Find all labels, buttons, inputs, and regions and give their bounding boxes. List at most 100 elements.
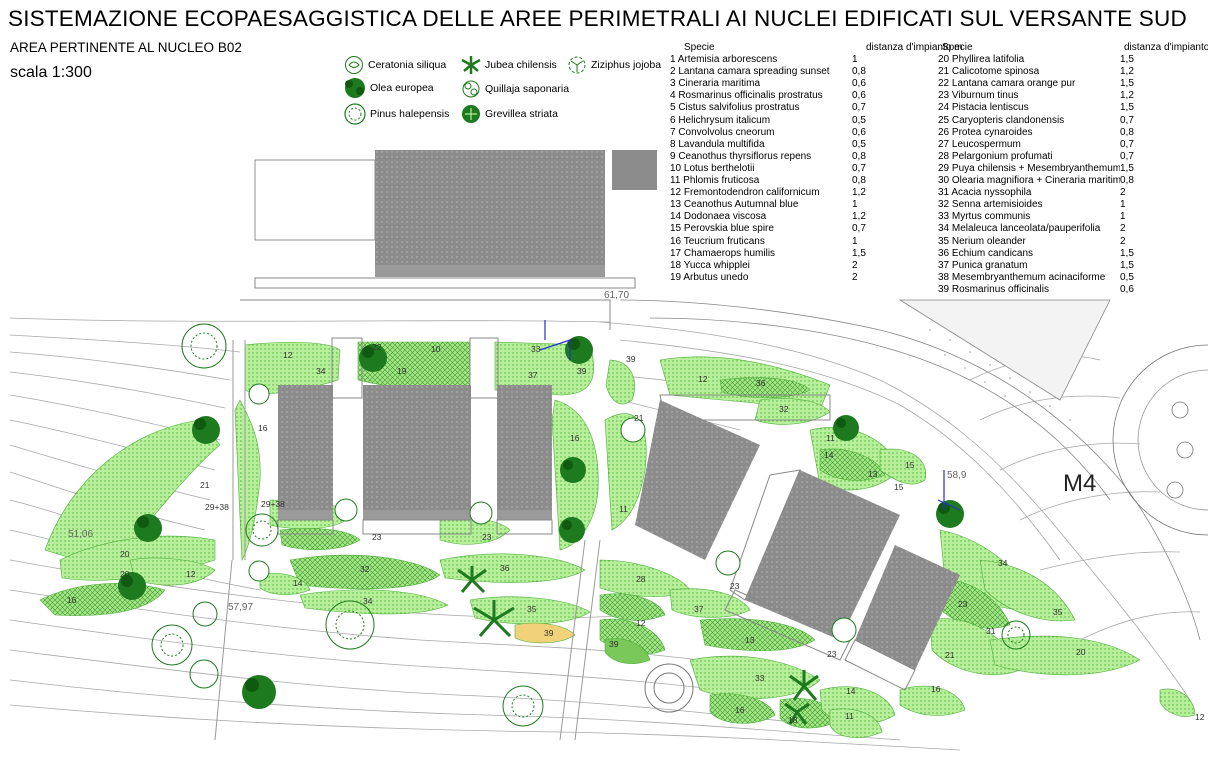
species-row: 17 Chamaerops humilis 1,5 xyxy=(670,248,926,260)
planting-distance: 0,6 xyxy=(852,90,866,102)
species-name: 28 Pelargonium profumati xyxy=(938,150,1053,162)
bed-number-label: 19 xyxy=(397,366,407,376)
bed-number-label: 23 xyxy=(482,532,492,542)
legend-item-jubea: Jubea chilensis xyxy=(460,55,557,75)
distance-column-header: distanza d'impianto m xyxy=(866,42,963,53)
pinus-tree xyxy=(1001,620,1031,650)
species-row: 26 Protea cynaroides 0,8 xyxy=(938,127,1184,139)
species-name: 18 Yucca whipplei xyxy=(670,259,750,271)
bed-number-label: 11 xyxy=(826,433,835,443)
species-name: 33 Myrtus communis xyxy=(938,211,1031,223)
planting-distance: 1,5 xyxy=(1120,259,1134,271)
bed-number-label: 34 xyxy=(316,366,326,376)
upper-building xyxy=(240,150,657,330)
species-table-left: Specie distanza d'impianto m 1 Artemisia… xyxy=(670,42,963,284)
species-name: 29 Puya chilensis + Mesembryanthemum xyxy=(938,162,1120,174)
species-name: 34 Melaleuca lanceolata/pauperifolia xyxy=(938,223,1101,235)
bed-number-label: 32 xyxy=(779,404,789,414)
species-name: 15 Perovskia blue spire xyxy=(670,223,774,235)
species-row: 32 Senna artemisioides 1 xyxy=(938,199,1184,211)
planting-distance: 0,8 xyxy=(852,175,866,187)
bed-number-label: 12 xyxy=(186,569,196,579)
bed-number-label: 12 xyxy=(636,618,646,628)
bed-number-label: 10 xyxy=(431,344,441,354)
bed-number-label: 11 xyxy=(845,711,854,721)
ziziphus-icon xyxy=(568,56,586,74)
legend-label: Jubea chilensis xyxy=(485,59,557,71)
bed-number-label: 23 xyxy=(827,649,837,659)
bed-number-label: 13 xyxy=(868,469,878,479)
bed-number-label: 14 xyxy=(293,578,303,588)
planting-distance: 1 xyxy=(1120,199,1126,211)
species-name: 32 Senna artemisioides xyxy=(938,199,1043,211)
pinus-tree xyxy=(502,685,544,727)
species-name: 17 Chamaerops humilis xyxy=(670,247,776,259)
grevillea-icon xyxy=(462,105,480,123)
pinus-tree xyxy=(325,600,375,650)
planting-distance: 0,7 xyxy=(852,162,866,174)
species-name: 35 Nerium oleander xyxy=(938,235,1026,247)
drawing-subtitle: AREA PERTINENTE AL NUCLEO B02 xyxy=(10,40,242,55)
planting-distance: 1,2 xyxy=(852,211,866,223)
bed-number-label: 39 xyxy=(609,639,619,649)
bed-number-label: 36 xyxy=(756,378,766,388)
ceratonia-icon xyxy=(345,56,363,74)
bed-number-label: 34 xyxy=(998,558,1008,568)
bed-number-label: 20 xyxy=(120,549,130,559)
bed-number-label: 16 xyxy=(258,423,268,433)
planting-distance: 1,5 xyxy=(852,247,866,259)
species-row: 11 Phlomis fruticosa 0,8 xyxy=(670,175,926,187)
species-name: 2 Lantana camara spreading sunset xyxy=(670,66,830,78)
planting-distance: 1 xyxy=(852,235,858,247)
species-name: 3 Cineraria maritima xyxy=(670,78,761,90)
planting-distance: 1 xyxy=(1120,211,1126,223)
planting-distance: 0,6 xyxy=(852,126,866,138)
bed-number-label: 33 xyxy=(531,344,541,354)
pinus-tree xyxy=(181,323,227,369)
pinus-tree xyxy=(245,513,279,547)
road-area xyxy=(619,299,1208,641)
bed-number-label: 39 xyxy=(626,354,636,364)
plant-legend: Ceratonia siliqua Jubea chilensis Ziziph… xyxy=(343,55,673,135)
bed-number-label: 23 xyxy=(730,581,740,591)
species-row: 33 Myrtus communis 1 xyxy=(938,211,1184,223)
planting-distance: 0,8 xyxy=(852,66,866,78)
section-markers xyxy=(539,320,961,511)
bed-number-label: 12 xyxy=(698,374,708,384)
palm-tree xyxy=(789,670,819,701)
pinus-tree xyxy=(192,601,218,627)
olea-tree xyxy=(560,457,586,483)
legend-label: Ziziphus jojoba xyxy=(591,59,662,71)
legend-label: Quillaja saponaria xyxy=(485,83,570,95)
species-name: 11 Phlomis fruticosa xyxy=(670,175,760,187)
pinus-icon xyxy=(344,103,366,125)
species-name: 12 Fremontodendron californicum xyxy=(670,187,820,199)
planting-distance: 0,8 xyxy=(1120,126,1134,138)
elevation-label: 61,70 xyxy=(604,290,629,301)
olea-icon xyxy=(345,78,365,98)
bed-number-label: 37 xyxy=(694,604,704,614)
legend-label: Grevillea striata xyxy=(485,108,558,120)
olea-tree xyxy=(242,675,276,709)
planting-distance: 2 xyxy=(852,271,858,283)
species-name: 26 Protea cynaroides xyxy=(938,126,1033,138)
planting-distance: 1 xyxy=(852,199,858,211)
planting-distance: 1,2 xyxy=(1120,90,1134,102)
bed-number-label: 14 xyxy=(824,450,834,460)
olea-tree xyxy=(559,517,585,543)
legend-item-olea: Olea europea xyxy=(343,77,434,99)
legend-item-quillaja: Quillaja saponaria xyxy=(460,79,569,99)
planting-distance: 1,5 xyxy=(1120,102,1134,114)
bed-number-label: 39 xyxy=(544,628,554,638)
species-table-header: Specie distanza d'impianto m xyxy=(938,42,1208,54)
planting-distance: 0,5 xyxy=(852,138,866,150)
